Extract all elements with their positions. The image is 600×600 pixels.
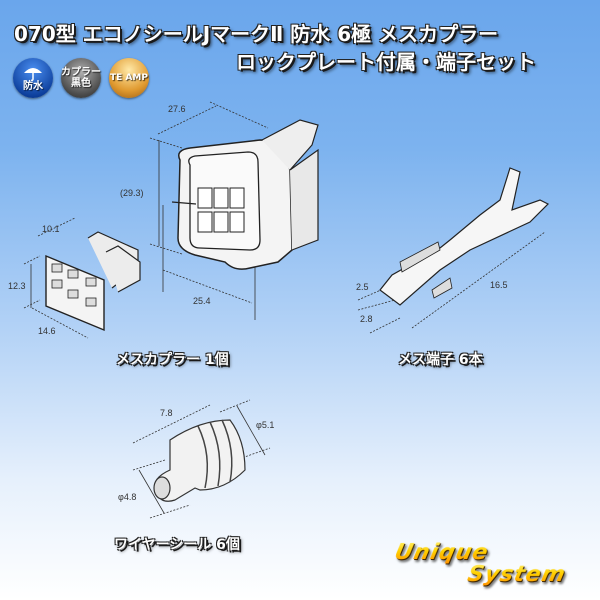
coupler-color-label-1: カプラー xyxy=(61,67,101,78)
wire-seal-dim-inner-diameter: φ4.8 xyxy=(118,492,137,502)
lock-plate-dim-height: 12.3 xyxy=(8,281,26,291)
waterproof-label: 防水 xyxy=(23,80,43,92)
terminal-dim-length: 16.5 xyxy=(490,280,508,290)
coupler-color-label-2: 黒色 xyxy=(71,78,91,89)
lock-plate-dim-depth: 10.1 xyxy=(42,224,60,234)
wire-seal-dim-length: 7.8 xyxy=(160,408,173,418)
brand-logo-system: System xyxy=(465,562,569,587)
lock-plate-dim-width: 14.6 xyxy=(38,326,56,336)
maker-badge: TE AMP xyxy=(109,58,149,98)
umbrella-icon xyxy=(24,67,42,81)
coupler-dim-width-bottom: 25.4 xyxy=(193,296,211,306)
product-title-line2: ロックプレート付属・端子セット xyxy=(236,50,536,74)
wire-seal-dim-outer-diameter: φ5.1 xyxy=(256,420,275,430)
waterproof-badge: 防水 xyxy=(13,58,53,98)
terminal-dim-width: 2.8 xyxy=(360,314,373,324)
coupler-caption: メスカプラー 1個 xyxy=(116,352,229,368)
coupler-color-badge: カプラー 黒色 xyxy=(61,58,101,98)
coupler-dim-width-top: 27.6 xyxy=(168,104,186,114)
terminal-caption: メス端子 6本 xyxy=(398,352,483,368)
terminal-dim-height: 2.5 xyxy=(356,282,369,292)
coupler-dim-height: (29.3) xyxy=(120,188,144,198)
product-title-line1: 070型 エコノシールJマークⅡ 防水 6極 メスカプラー xyxy=(14,22,499,46)
wire-seal-caption: ワイヤーシール 6個 xyxy=(114,537,240,553)
maker-label: TE AMP xyxy=(110,72,148,83)
